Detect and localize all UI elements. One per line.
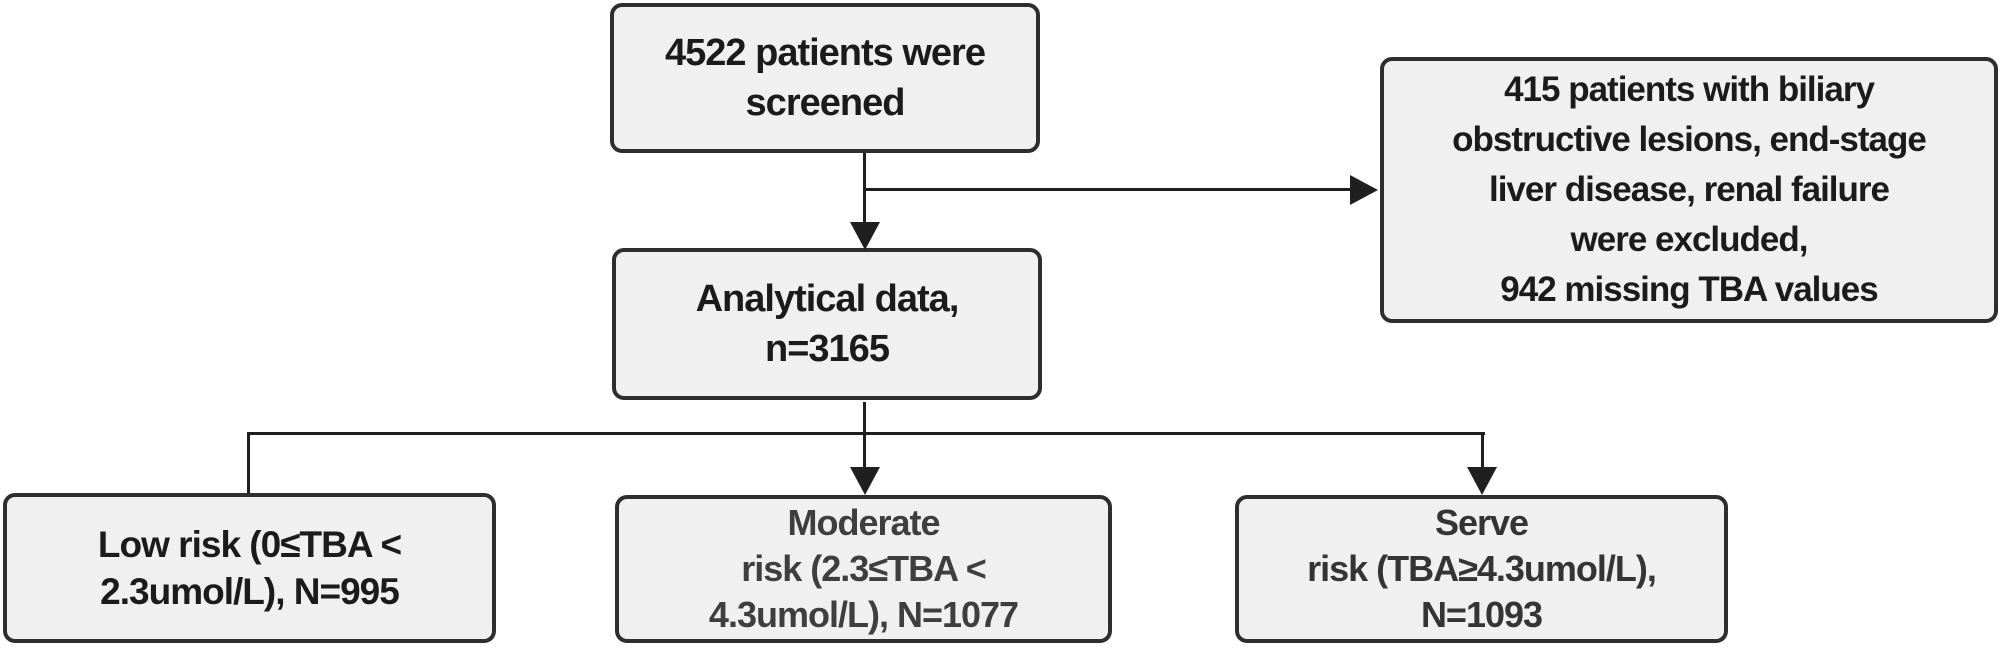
connector-screened-to-excluded xyxy=(864,188,1352,191)
arrowhead-down-icon xyxy=(850,467,880,495)
connector-branch-line xyxy=(247,432,1485,435)
arrowhead-down-icon xyxy=(1467,467,1497,495)
node-text-line: risk (2.3≤TBA < xyxy=(741,548,987,589)
node-low-risk: Low risk (0≤TBA < 2.3umol/L), N=995 xyxy=(3,493,496,643)
node-screened-patients: 4522 patients were screened xyxy=(610,3,1040,153)
node-text-line: n=3165 xyxy=(765,328,890,370)
node-text-line: obstructive lesions, end-stage xyxy=(1452,120,1927,159)
node-text-line: Low risk (0≤TBA < xyxy=(97,524,402,565)
node-text-line: Moderate xyxy=(787,502,940,543)
arrowhead-down-icon xyxy=(850,222,880,250)
node-text-line: liver disease, renal failure xyxy=(1488,170,1890,209)
node-moderate-risk: Moderate risk (2.3≤TBA < 4.3umol/L), N=1… xyxy=(615,495,1112,643)
node-excluded-patients: 415 patients with biliary obstructive le… xyxy=(1380,57,1998,323)
node-text-line: Analytical data, xyxy=(695,278,960,320)
node-text-line: 4522 patients were xyxy=(665,32,986,74)
connector-branch-to-low xyxy=(247,432,250,493)
node-text-line: 2.3umol/L), N=995 xyxy=(100,571,400,612)
node-analytical-data: Analytical data, n=3165 xyxy=(612,248,1042,400)
node-severe-risk: Serve risk (TBA≥4.3umol/L), N=1093 xyxy=(1235,495,1728,643)
node-text-line: 942 missing TBA values xyxy=(1500,270,1878,309)
node-text-line: 4.3umol/L), N=1077 xyxy=(708,594,1019,635)
node-text-line: N=1093 xyxy=(1420,594,1543,635)
node-text-line: risk (TBA≥4.3umol/L), xyxy=(1307,548,1657,589)
connector-analytical-to-branch xyxy=(863,402,866,468)
node-text-line: 415 patients with biliary xyxy=(1504,70,1875,109)
node-text-line: Serve xyxy=(1434,502,1529,543)
connector-branch-to-severe xyxy=(1481,432,1484,468)
node-text-line: were excluded, xyxy=(1570,220,1809,259)
arrowhead-right-icon xyxy=(1350,175,1378,205)
node-text-line: screened xyxy=(745,82,906,124)
